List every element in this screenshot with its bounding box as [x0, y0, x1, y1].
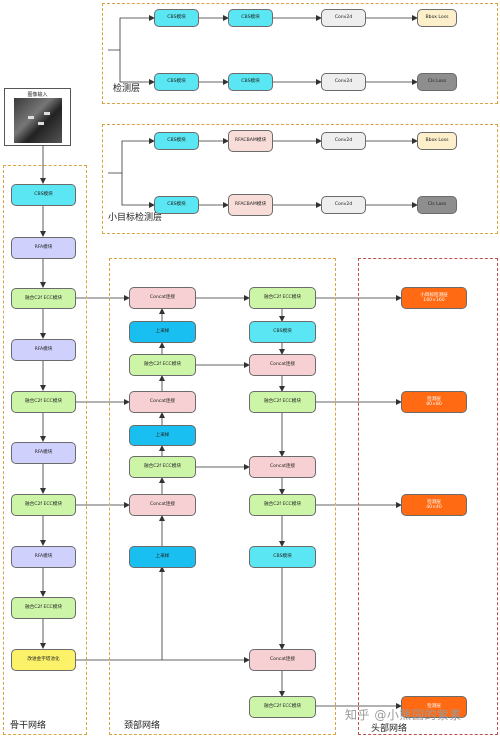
- small-rfacbam-1: RFACBAM模块: [228, 130, 273, 152]
- image-input: 图像输入: [4, 88, 71, 146]
- head-p4-detect-title: 检测层: [427, 499, 441, 505]
- head-small-detect-title: 小目标检测层: [420, 292, 448, 298]
- det-cbs-1b: CBS模块: [228, 9, 273, 27]
- detection-layer-label: 检测层: [113, 84, 141, 94]
- backbone-region: [3, 165, 87, 735]
- neck-c2f-1: 融合C2f ECC模块: [129, 354, 196, 376]
- backbone-cbs: CBS模块: [11, 184, 76, 206]
- image-input-label: 图像输入: [27, 92, 48, 98]
- det-cbs-2b: CBS模块: [228, 73, 273, 91]
- neck-upsample-2: 上采样: [129, 425, 196, 446]
- head-label: 头部网络: [371, 724, 408, 734]
- small-bbox-loss: Bbox Loss: [417, 132, 457, 150]
- head-p3-detect-size: 80×80: [426, 402, 442, 407]
- watermark: 知乎 @小熊园的紫素: [345, 708, 462, 722]
- small-cbs-2: CBS模块: [154, 196, 199, 214]
- neck-c2f-out-p5: 融合C2f ECC模块: [249, 696, 316, 718]
- backbone-c2f-3: 融合C2f ECC模块: [11, 494, 76, 516]
- backbone-c2f-2: 融合C2f ECC模块: [11, 391, 76, 413]
- small-cls-loss: Cls Loss: [417, 196, 457, 214]
- det-cbs-2a: CBS模块: [154, 73, 199, 91]
- small-rfacbam-2: RFACBAM模块: [228, 194, 273, 216]
- backbone-c2f-1: 融合C2f ECC模块: [11, 288, 76, 309]
- neck-c2f-out-p3: 融合C2f ECC模块: [249, 391, 316, 413]
- head-small-detect-size: 160×160: [423, 298, 445, 303]
- head-region: [358, 258, 498, 735]
- backbone-rfa-1: RFA模块: [11, 237, 76, 259]
- small-conv2d-2: Conv2d: [321, 196, 366, 214]
- head-small-detect: 小目标检测层 160×160: [401, 287, 467, 309]
- small-conv2d-1: Conv2d: [321, 132, 366, 150]
- backbone-rfa-4: RFA模块: [11, 546, 76, 568]
- det-conv2d-2: Conv2d: [321, 73, 366, 91]
- neck-concat-3: Concat连接: [129, 494, 196, 516]
- det-conv2d-1: Conv2d: [321, 9, 366, 27]
- neck-cbs-1: CBS模块: [249, 321, 316, 343]
- head-p3-detect-title: 检测层: [427, 396, 441, 402]
- backbone-rfa-2: RFA模块: [11, 339, 76, 361]
- det-cbs-1a: CBS模块: [154, 9, 199, 27]
- neck-upsample-1: 上采样: [129, 321, 196, 343]
- neck-c2f-2: 融合C2f ECC模块: [129, 456, 196, 478]
- neck-c2f-out-small: 融合C2f ECC模块: [249, 287, 316, 309]
- small-detection-layer-label: 小目标检测层: [108, 213, 163, 223]
- neck-upsample-3: 上采样: [129, 546, 196, 568]
- head-p5-detect: 检测层: [401, 696, 467, 718]
- input-image-thumbnail: [14, 98, 62, 143]
- head-p3-detect: 检测层 80×80: [401, 391, 467, 413]
- head-p4-detect-size: 40×40: [426, 505, 442, 510]
- neck-concat-2: Concat连接: [129, 391, 196, 413]
- head-p4-detect: 检测层 40×40: [401, 494, 467, 516]
- neck-concat-5: Concat连接: [249, 456, 316, 478]
- neck-cbs-2: CBS模块: [249, 546, 316, 568]
- backbone-sppf: 改进金字塔池化: [11, 649, 76, 671]
- small-detection-layer-region: [102, 124, 498, 234]
- neck-region: [109, 258, 336, 735]
- neck-concat-1: Concat连接: [129, 287, 196, 309]
- neck-label: 颈部网络: [124, 721, 161, 731]
- backbone-c2f-4: 融合C2f ECC模块: [11, 597, 76, 619]
- detection-layer-region: [102, 3, 498, 104]
- head-p5-detect-title: 检测层: [427, 704, 441, 710]
- backbone-label: 骨干网络: [10, 721, 47, 731]
- backbone-rfa-3: RFA模块: [11, 442, 76, 464]
- det-cls-loss: Cls Loss: [417, 73, 457, 91]
- neck-concat-6: Concat连接: [249, 649, 316, 671]
- det-bbox-loss: Bbox Loss: [417, 9, 457, 27]
- neck-c2f-out-p4: 融合C2f ECC模块: [249, 494, 316, 516]
- neck-concat-4: Concat连接: [249, 354, 316, 376]
- small-cbs-1: CBS模块: [154, 132, 199, 150]
